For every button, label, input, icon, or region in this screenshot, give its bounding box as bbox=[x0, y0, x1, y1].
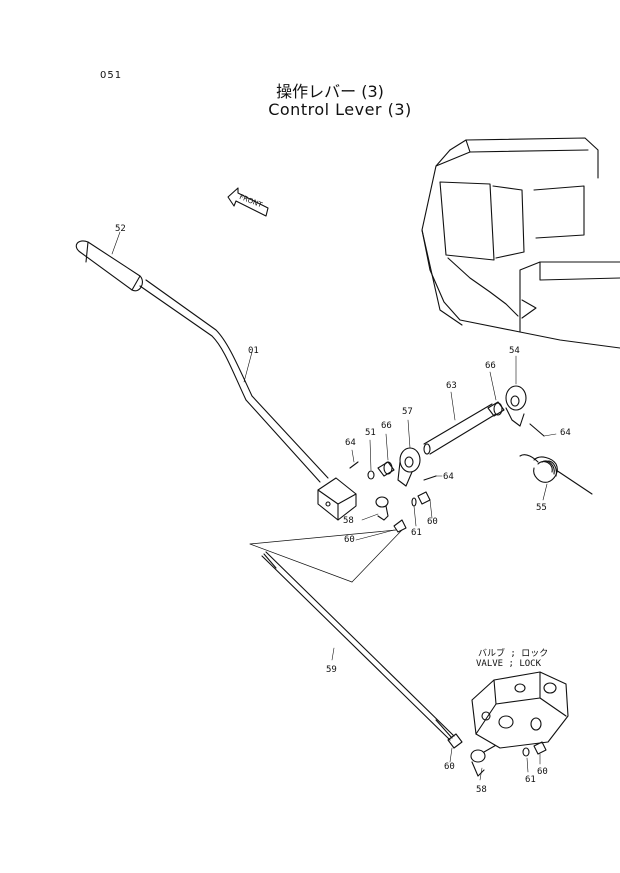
small-parts-left bbox=[349, 433, 395, 480]
callout-52: 52 bbox=[115, 224, 126, 234]
valve-label-japanese: バルブ ; ロック bbox=[478, 649, 549, 659]
shaft-63 bbox=[423, 391, 497, 455]
callout-66-left: 66 bbox=[381, 421, 392, 431]
callout-60-lower-left: 60 bbox=[444, 762, 455, 772]
page-title-english: Control Lever (3) bbox=[268, 100, 412, 119]
rod-end-upper-assembly bbox=[355, 491, 433, 541]
pin-64-mid bbox=[423, 475, 443, 481]
rod-59 bbox=[261, 551, 455, 741]
callout-64-right: 64 bbox=[560, 428, 571, 438]
callout-57: 57 bbox=[402, 407, 413, 417]
callout-61-lower: 61 bbox=[525, 775, 536, 785]
front-arrow-icon: FRONT bbox=[227, 187, 269, 217]
callout-58-upper: 58 bbox=[343, 516, 354, 526]
washer-nut-lower-right bbox=[522, 741, 547, 773]
rod-end-lower-assembly bbox=[447, 733, 499, 781]
callout-64-mid: 64 bbox=[443, 472, 454, 482]
callout-60-upper-left: 60 bbox=[344, 535, 355, 545]
lock-valve bbox=[471, 671, 569, 749]
assembly-guide-lines bbox=[249, 529, 403, 583]
lever-54 bbox=[505, 355, 557, 437]
callout-63: 63 bbox=[446, 381, 457, 391]
bushing-66-right bbox=[487, 371, 505, 417]
page-title-japanese: 操作レバー (3) bbox=[276, 82, 384, 101]
callout-59: 59 bbox=[326, 665, 337, 675]
callout-01: 01 bbox=[248, 346, 259, 356]
valve-label-english: VALVE ; LOCK bbox=[476, 659, 542, 669]
callout-58-lower: 58 bbox=[476, 785, 487, 795]
callout-55: 55 bbox=[536, 503, 547, 513]
callout-54: 54 bbox=[509, 346, 520, 356]
bracket-57 bbox=[397, 419, 421, 487]
callout-60-upper-right: 60 bbox=[427, 517, 438, 527]
callout-61-upper: 61 bbox=[411, 528, 422, 538]
callout-60-lower-right: 60 bbox=[537, 767, 548, 777]
callout-64-left: 64 bbox=[345, 438, 356, 448]
cab-outline bbox=[421, 137, 620, 349]
page-number: 051 bbox=[100, 70, 123, 81]
spring-55 bbox=[519, 454, 593, 501]
callout-66-right: 66 bbox=[485, 361, 496, 371]
callout-51: 51 bbox=[365, 428, 376, 438]
grip-52 bbox=[75, 231, 143, 292]
lever-rod-01 bbox=[139, 279, 357, 521]
